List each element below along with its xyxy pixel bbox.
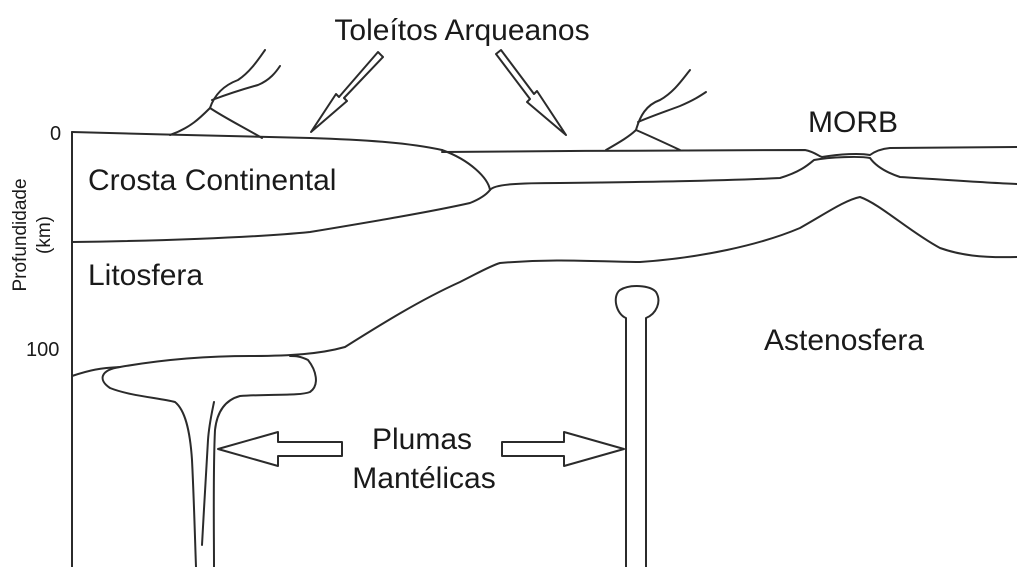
oceanic-crust-bottom-line [489, 155, 1017, 191]
continental-crust-base [71, 189, 491, 243]
right-volcano-cone [605, 129, 681, 151]
continental-surface-line [71, 131, 443, 151]
depth-tick-0: 0 [50, 123, 61, 145]
depth-tick-100: 100 [26, 339, 59, 361]
left-plume-outline-right [212, 355, 317, 567]
depth-axis-label-line2: (km) [34, 216, 55, 254]
right-volcano-plume-a [635, 69, 691, 131]
left-volcano-plume-a [209, 49, 266, 109]
right-plume-arrow [501, 431, 625, 467]
left-volcano-plume-b [211, 65, 281, 101]
crosta-continental-label: Crosta Continental [88, 164, 336, 197]
right-volcano-plume-b [637, 91, 707, 123]
plumas-label-line2: Mantélicas [352, 462, 495, 495]
plumas-label-line1: Plumas [372, 423, 472, 456]
title-label: Toleítos Arqueanos [334, 14, 589, 47]
left-plume-outline [101, 366, 197, 567]
morb-label: MORB [808, 106, 898, 139]
left-volcano-cone [169, 107, 263, 139]
left-pointer-arrow [310, 51, 384, 133]
left-plume-core-line [201, 401, 215, 546]
right-pointer-arrow [495, 49, 567, 136]
oceanic-crust-top-line [441, 146, 1017, 158]
lithosphere-base-line [71, 196, 1017, 377]
left-plume-arrow [217, 431, 343, 467]
litosfera-label: Litosfera [88, 259, 203, 292]
depth-axis-label-line1: Profundidade [10, 178, 31, 291]
continental-crust-edge [441, 149, 491, 191]
right-plume-outline [614, 285, 660, 567]
astenosfera-label: Astenosfera [764, 324, 924, 357]
